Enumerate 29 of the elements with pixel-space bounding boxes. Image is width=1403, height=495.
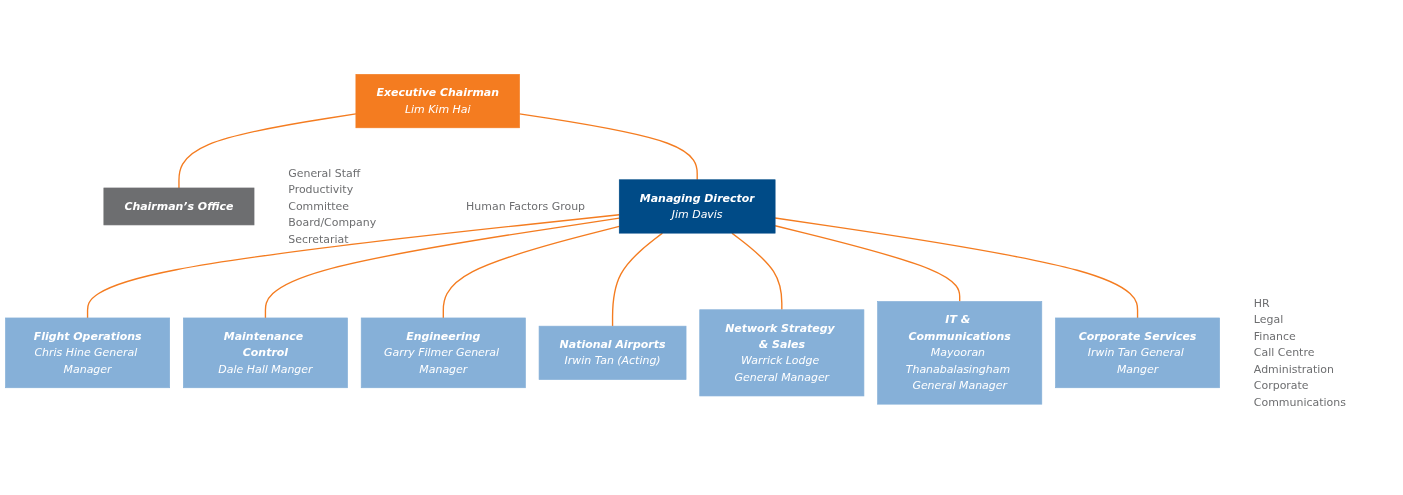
node-label: Board/Company Secretariat [288,216,377,246]
connector [264,217,620,319]
node-label: General Staff [288,166,361,180]
node-box: National Airports Irwin Tan (Acting) [538,325,687,380]
node-box: Executive Chairman Lim Kim Hai [355,74,520,129]
connector [611,232,664,327]
node-label: Administration [1253,362,1334,376]
node-box: Corporate Services Irwin Tan General Manger [1055,317,1220,389]
node-label: Call Centre [1253,346,1315,360]
connector [518,113,698,181]
node-box: Engineering Garry Filmer General Manager [360,317,526,389]
connector [442,225,620,319]
connector [774,225,961,303]
node-label: Legal [1253,313,1284,327]
node-box: Chairman’s Office [103,187,255,226]
connector [86,214,620,319]
node-label: Productivity Committee [288,183,354,213]
node-label: HR [1253,296,1270,310]
node-label: Corporate Communications [1253,378,1346,409]
node-box: Managing Director Jim Davis [618,179,776,234]
connector [731,232,783,311]
node-label: Finance [1253,329,1296,343]
node-label: Human Factors Group [466,199,586,213]
node-box: IT & Communications Mayooran Thanabalasingham General Manager [877,301,1043,405]
node-box: Maintenance Control Dale Hall Manger [183,317,348,389]
node-box: Network Strategy & Sales Warrick Lodge General Manager [699,309,865,397]
connector [774,217,1139,319]
connector [178,113,357,189]
node-box: Flight Operations Chris Hine General Manager [5,317,170,389]
